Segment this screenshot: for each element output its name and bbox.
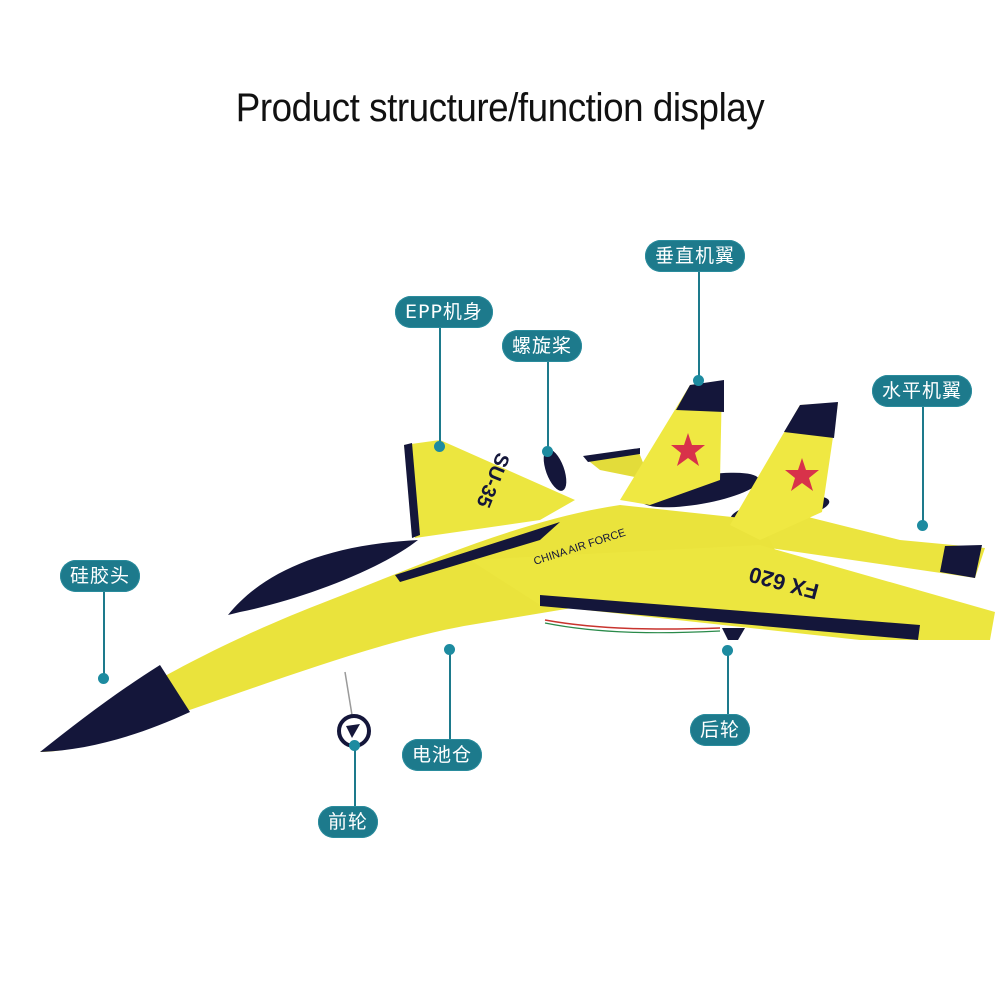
page-title: Product structure/function display <box>235 86 765 130</box>
label-horizontal-wing: 水平机翼 <box>872 375 973 407</box>
label-epp-body: EPP机身 <box>395 296 493 328</box>
label-rear-wheel: 后轮 <box>690 714 751 746</box>
leader-line <box>922 405 924 523</box>
label-propeller: 螺旋桨 <box>502 330 583 362</box>
leader-line <box>103 590 105 678</box>
leader-line <box>354 745 356 807</box>
label-silicone-head: 硅胶头 <box>60 560 141 592</box>
anchor-dot <box>722 645 733 656</box>
anchor-dot <box>542 446 553 457</box>
leader-line <box>439 326 441 444</box>
anchor-dot <box>444 644 455 655</box>
anchor-dot <box>98 673 109 684</box>
anchor-dot <box>349 740 360 751</box>
leader-line <box>449 650 451 742</box>
leader-line <box>727 650 729 716</box>
label-battery-compartment: 电池仓 <box>402 739 483 771</box>
label-front-wheel: 前轮 <box>318 806 379 838</box>
anchor-dot <box>693 375 704 386</box>
leader-line <box>698 272 700 380</box>
anchor-dot <box>917 520 928 531</box>
leader-line <box>547 360 549 452</box>
label-vertical-wing: 垂直机翼 <box>645 240 746 272</box>
anchor-dot <box>434 441 445 452</box>
